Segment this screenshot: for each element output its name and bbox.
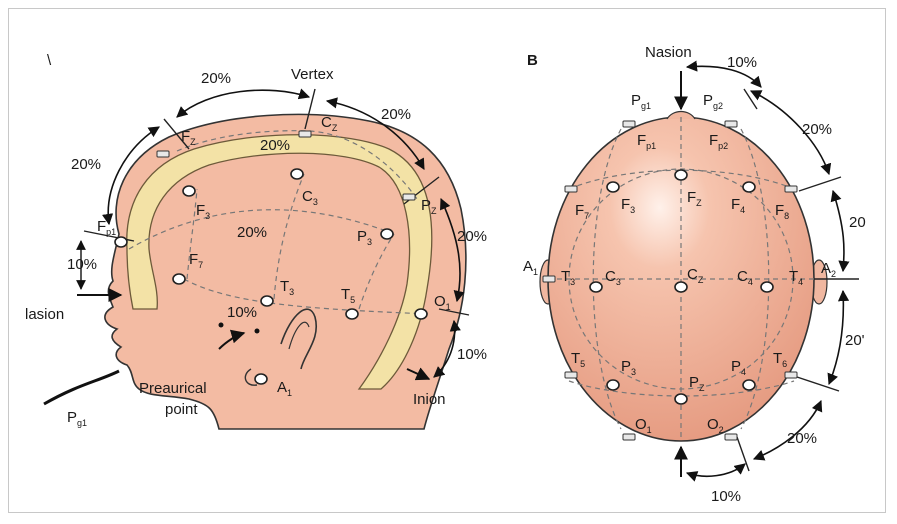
side-electrode-label-fp1: Fp1 <box>97 218 116 237</box>
top-electrode-marker-pz <box>675 394 687 404</box>
top-tick-4 <box>797 377 839 391</box>
top-arc-bottom <box>687 464 745 476</box>
eeg-10-20-diagram: \ 2 <box>9 9 887 514</box>
top-electrode-marker-t3 <box>590 282 602 292</box>
top-electrode-marker-o2 <box>725 434 737 440</box>
preauricular-label-line2: point <box>165 401 198 418</box>
top-tick-1 <box>744 89 757 109</box>
top-electrode-pg1: Pg1 <box>631 92 651 111</box>
side-pct-left-low: 10% <box>67 256 97 273</box>
top-pct-bottom: 10% <box>711 488 741 505</box>
top-nasion-label: Nasion <box>645 44 692 61</box>
preauricular-dot-2 <box>255 329 260 334</box>
top-electrode-marker-fp2 <box>725 121 737 127</box>
side-electrode-marker-o1 <box>415 309 427 319</box>
side-electrode-marker-p3 <box>381 229 393 239</box>
top-electrode-label-a2: A2 <box>821 260 836 279</box>
side-pct-upper-left: 20% <box>71 156 101 173</box>
side-electrode-marker-fz <box>157 151 169 157</box>
side-electrode-marker-f3 <box>183 186 195 196</box>
top-electrode-marker-p4 <box>743 380 755 390</box>
neck-line <box>44 371 119 404</box>
side-electrode-marker-cz <box>299 131 311 137</box>
side-electrode-label-pg1: Pg1 <box>67 409 87 428</box>
figure-frame: \ 2 <box>8 8 886 513</box>
top-pct-top: 10% <box>727 54 757 71</box>
top-electrode-label-a1: A1 <box>523 258 538 277</box>
side-pct-inner-top: 20% <box>260 137 290 154</box>
top-electrode-marker-f7 <box>565 186 577 192</box>
panel-b-label: B <box>527 52 538 69</box>
side-view-panel: \ 2 <box>25 52 487 429</box>
side-pct-top: 20% <box>201 70 231 87</box>
top-electrode-pg2: Pg2 <box>703 92 723 111</box>
side-pct-ear: 10% <box>227 304 257 321</box>
vertex-label: Vertex <box>291 66 334 83</box>
side-electrode-marker-f7 <box>173 274 185 284</box>
inion-label: Inion <box>413 391 446 408</box>
side-electrode-marker-t3 <box>261 296 273 306</box>
top-electrode-marker-f4 <box>743 182 755 192</box>
preauricular-dot-1 <box>219 323 224 328</box>
top-electrode-marker-p3 <box>607 380 619 390</box>
top-electrode-marker-f3 <box>607 182 619 192</box>
side-pct-inner-mid: 20% <box>237 224 267 241</box>
top-pct-right-low: 20' <box>845 332 865 349</box>
side-pct-right-mid: 20% <box>457 228 487 245</box>
top-pct-right-mid: 20 <box>849 214 866 231</box>
side-electrode-marker-a1 <box>255 374 267 384</box>
nasion-label: lasion <box>25 306 64 323</box>
preauricular-label-line1: Preaurical <box>139 380 207 397</box>
top-electrode-marker-a1 <box>543 276 555 282</box>
top-electrode-marker-t6 <box>785 372 797 378</box>
top-electrode-marker-fp1 <box>623 121 635 127</box>
side-electrode-pg1: Pg1 <box>67 409 87 428</box>
top-electrode-label-pg2: Pg2 <box>703 92 723 111</box>
top-electrode-marker-cz <box>675 282 687 292</box>
top-electrode-marker-t5 <box>565 372 577 378</box>
top-electrode-marker-fz <box>675 170 687 180</box>
top-view-panel: B Nasion 10% 20% <box>523 44 866 505</box>
top-electrode-marker-f8 <box>785 186 797 192</box>
panel-a-label: \ <box>47 52 52 69</box>
top-electrode-label-pg1: Pg1 <box>631 92 651 111</box>
side-electrode-marker-t5 <box>346 309 358 319</box>
side-pct-upper-right: 20% <box>381 106 411 123</box>
side-pct-right-low: 10% <box>457 346 487 363</box>
side-electrode-marker-c3 <box>291 169 303 179</box>
arc-top-20 <box>177 90 309 117</box>
top-electrode-marker-o1 <box>623 434 635 440</box>
top-electrode-marker-c4 <box>761 282 773 292</box>
top-arc-right-low <box>829 291 843 384</box>
top-arc-right-mid <box>833 191 844 271</box>
top-pct-upper-right: 20% <box>802 121 832 138</box>
top-tick-2 <box>799 177 841 191</box>
top-electrode-a2: A2 <box>821 260 836 279</box>
side-electrode-marker-fp1 <box>115 237 127 247</box>
side-electrode-marker-pz <box>403 194 415 200</box>
top-pct-bottom-right: 20% <box>787 430 817 447</box>
